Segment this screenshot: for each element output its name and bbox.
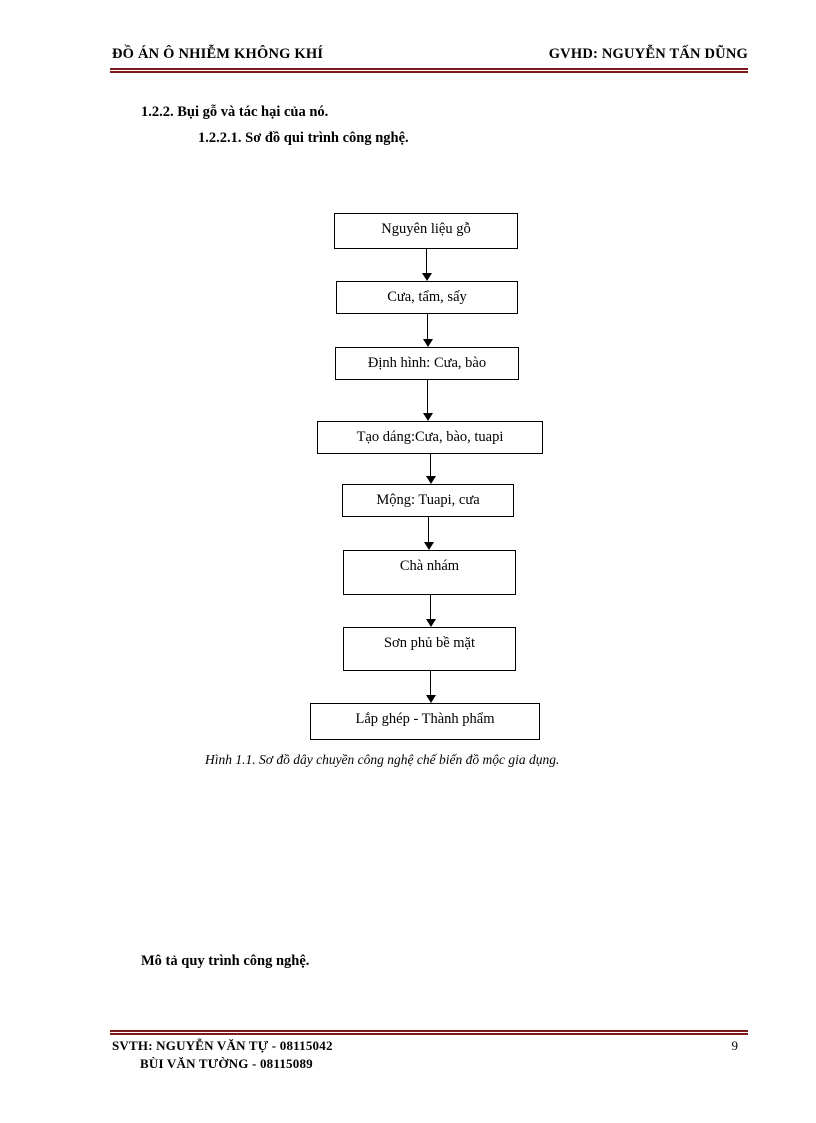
- section-heading: 1.2.2. Bụi gỗ và tác hại của nó.: [141, 104, 329, 120]
- flow-connector: [426, 249, 427, 274]
- arrow-down-icon: [426, 619, 436, 627]
- page-header: ĐỒ ÁN Ô NHIỄM KHÔNG KHÍ GVHD: NGUYỄN TẤN…: [110, 46, 748, 72]
- header-left-text: ĐỒ ÁN Ô NHIỄM KHÔNG KHÍ: [112, 46, 324, 62]
- flow-connector: [430, 595, 431, 620]
- flow-node-label: Định hình: Cưa, bào: [367, 355, 487, 371]
- flow-node-n8[interactable]: Lắp ghép - Thành phẩm: [310, 703, 540, 740]
- flow-node-n2[interactable]: Cưa, tẩm, sấy: [336, 281, 518, 314]
- arrow-down-icon: [424, 542, 434, 550]
- footer-student-line-2: BÙI VĂN TƯỜNG - 08115089: [140, 1056, 313, 1071]
- flow-node-n3[interactable]: Định hình: Cưa, bào: [335, 347, 519, 380]
- header-right-text: GVHD: NGUYỄN TẤN DŨNG: [548, 46, 748, 62]
- flow-node-label: Chà nhám: [399, 558, 460, 574]
- flow-node-label: Tạo dáng:Cưa, bào, tuapi: [356, 429, 504, 445]
- subsection-heading: 1.2.2.1. Sơ đồ qui trình công nghệ.: [198, 130, 409, 146]
- flow-connector: [430, 671, 431, 696]
- arrow-down-icon: [426, 476, 436, 484]
- footer-student-line-1: SVTH: NGUYỄN VĂN TỰ - 08115042: [112, 1038, 333, 1053]
- arrow-down-icon: [426, 695, 436, 703]
- body-note-text: Mô tả quy trình công nghệ.: [141, 953, 310, 969]
- flow-node-n5[interactable]: Mộng: Tuapi, cưa: [342, 484, 514, 517]
- flow-connector: [427, 314, 428, 340]
- arrow-down-icon: [423, 413, 433, 421]
- arrow-down-icon: [423, 339, 433, 347]
- footer-divider-rule: [110, 1030, 748, 1035]
- flow-node-n4[interactable]: Tạo dáng:Cưa, bào, tuapi: [317, 421, 543, 454]
- page-number: 9: [731, 1038, 739, 1053]
- flow-node-label: Lắp ghép - Thành phẩm: [355, 711, 495, 727]
- header-divider-rule: [110, 68, 748, 73]
- flow-node-label: Mộng: Tuapi, cưa: [376, 492, 480, 508]
- flow-node-label: Nguyên liệu gỗ: [381, 221, 471, 237]
- flow-connector: [428, 517, 429, 543]
- flow-node-n7[interactable]: Sơn phủ bề mặt: [343, 627, 516, 671]
- flow-connector: [430, 454, 431, 477]
- arrow-down-icon: [422, 273, 432, 281]
- flow-node-n6[interactable]: Chà nhám: [343, 550, 516, 595]
- flow-connector: [427, 380, 428, 414]
- figure-caption: Hình 1.1. Sơ đồ dây chuyền công nghệ chế…: [205, 752, 560, 767]
- flow-node-label: Sơn phủ bề mặt: [383, 635, 476, 651]
- flow-node-label: Cưa, tẩm, sấy: [387, 289, 467, 305]
- flow-node-n1[interactable]: Nguyên liệu gỗ: [334, 213, 518, 249]
